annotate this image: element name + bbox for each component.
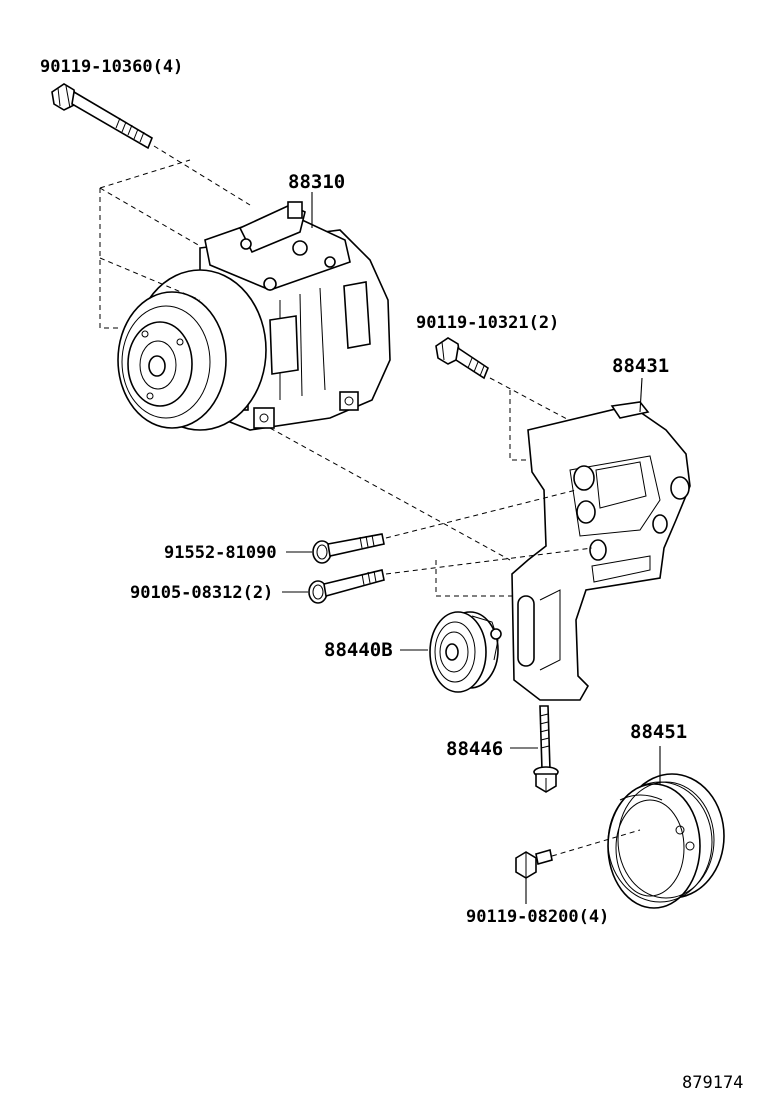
compressor-88310[interactable]: [117, 201, 391, 431]
label-88446: 88446: [446, 738, 503, 760]
label-88310: 88310: [288, 171, 345, 193]
bolt-90119-10360[interactable]: [51, 83, 153, 150]
label-88440b: 88440B: [324, 639, 393, 661]
label-91552-81090: 91552-81090: [164, 543, 277, 563]
bolt-90119-10321[interactable]: [435, 337, 489, 380]
bracket-88431[interactable]: [511, 401, 691, 701]
bolt-91552-81090[interactable]: [312, 533, 385, 564]
idler-pulley-88440b[interactable]: [429, 611, 502, 693]
bolt-90105-08312[interactable]: [308, 569, 385, 604]
bolt-90119-08200[interactable]: [515, 848, 553, 879]
bolt-88446[interactable]: [533, 705, 559, 793]
diagram-id: 879174: [682, 1073, 743, 1093]
label-90105-08312: 90105-08312(2): [130, 583, 273, 603]
label-90119-10321: 90119-10321(2): [416, 313, 559, 333]
label-88451: 88451: [630, 721, 687, 743]
label-90119-10360: 90119-10360(4): [40, 57, 183, 77]
pulley-88451[interactable]: [607, 773, 725, 909]
label-90119-08200: 90119-08200(4): [466, 907, 609, 927]
label-88431: 88431: [612, 355, 669, 377]
